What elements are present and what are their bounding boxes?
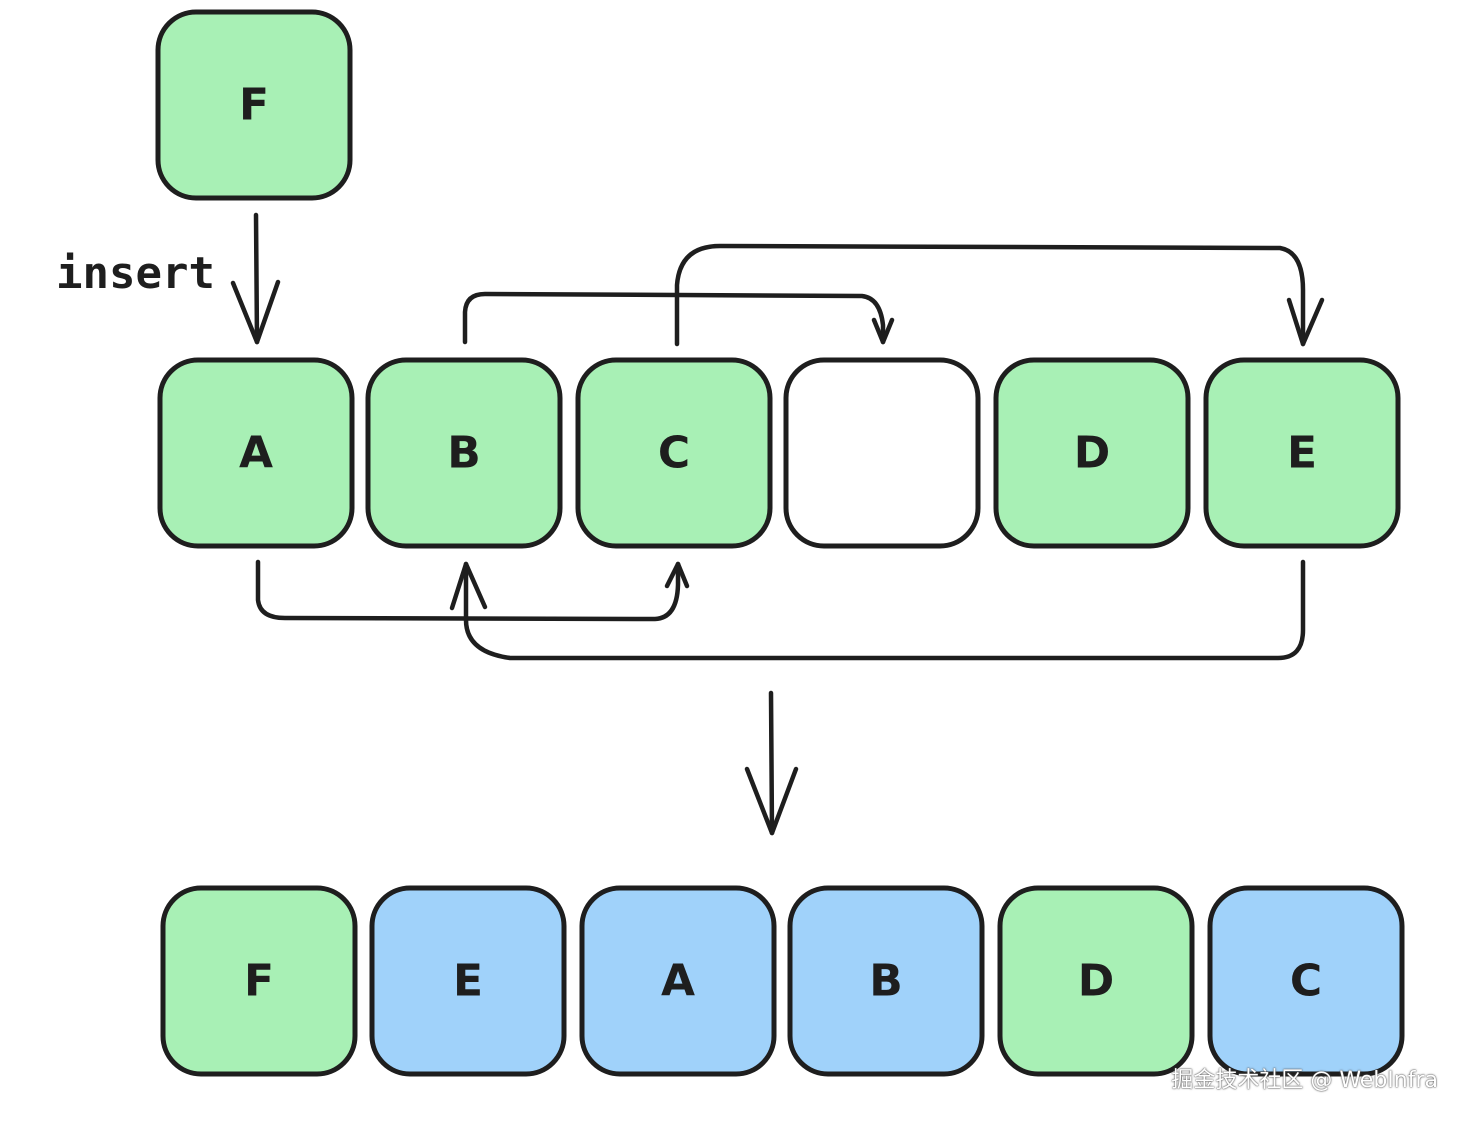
new-node-f: F: [160, 885, 358, 1077]
node-label: C: [658, 428, 690, 479]
node-label: B: [869, 956, 903, 1007]
node-label: F: [244, 956, 274, 1007]
node-box: [787, 885, 985, 1077]
transform-arrow: [744, 690, 799, 836]
old-list: A B C D E: [157, 357, 1401, 549]
node-box: [1207, 885, 1405, 1077]
insert-label: insert: [56, 248, 215, 299]
node-box: [1203, 357, 1401, 549]
new-node-e: E: [369, 885, 567, 1077]
old-node-a: A: [157, 357, 355, 549]
new-node-c: C: [1207, 885, 1405, 1077]
move-arrow-a-to-c: [255, 559, 690, 622]
node-label: B: [447, 428, 481, 479]
node-label: F: [239, 80, 269, 131]
node-label: E: [1287, 428, 1317, 479]
new-node: F: [155, 9, 353, 201]
node-box: [155, 9, 353, 201]
node-box: [993, 357, 1191, 549]
node-box: [369, 885, 567, 1077]
node-box: [157, 357, 355, 549]
old-node-c: C: [575, 357, 773, 549]
new-node-d: D: [997, 885, 1195, 1077]
insert-arrow: [230, 212, 281, 345]
node-box: [365, 357, 563, 549]
new-node-b: B: [787, 885, 985, 1077]
node-box: [579, 885, 777, 1077]
node-f: F: [155, 9, 353, 201]
node-label: A: [661, 956, 695, 1007]
old-node-d: D: [993, 357, 1191, 549]
node-label: E: [453, 956, 483, 1007]
node-box: [997, 885, 1195, 1077]
node-label: D: [1074, 428, 1111, 479]
move-arrow-b-to-slot: [462, 291, 895, 345]
move-arrow-e-to-b: [449, 559, 1306, 661]
node-box: [783, 357, 981, 549]
node-label: C: [1290, 956, 1322, 1007]
node-box: [160, 885, 358, 1077]
old-node-b: B: [365, 357, 563, 549]
old-node-e: E: [1203, 357, 1401, 549]
watermark: 掘金技术社区 @ WebInfra: [1171, 1068, 1438, 1093]
node-label: A: [239, 428, 273, 479]
node-box: [575, 357, 773, 549]
move-arrow-c-to-e: [674, 243, 1325, 347]
old-node-empty: [783, 357, 981, 549]
new-node-a: A: [579, 885, 777, 1077]
node-label: D: [1078, 956, 1115, 1007]
